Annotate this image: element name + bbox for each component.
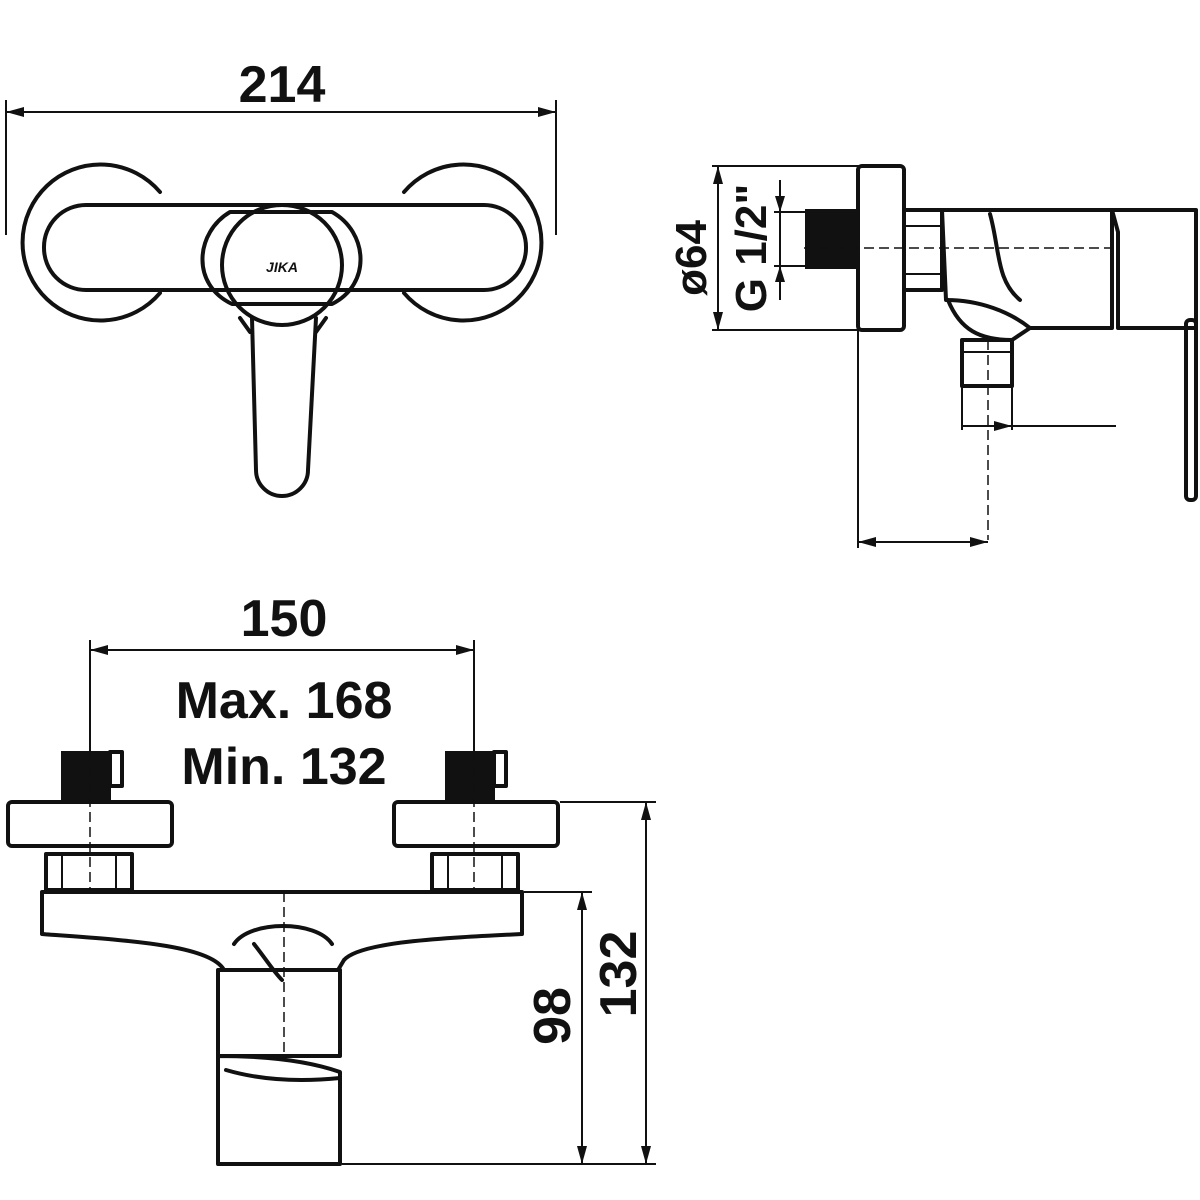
overall-width-label: 214 xyxy=(239,56,326,114)
outlet-height-label: 98 xyxy=(524,987,582,1045)
top-view: 150 Max. 168 Min. 132 xyxy=(6,590,656,1166)
rosette-diameter-label: ø64 xyxy=(667,220,716,296)
side-view: ø64 G 1/2" xyxy=(667,164,1198,548)
overall-height-label: 132 xyxy=(590,931,648,1018)
max-spacing-label: Max. 168 xyxy=(176,672,393,730)
min-spacing-label: Min. 132 xyxy=(181,738,386,796)
connection-spacing-label: 150 xyxy=(241,590,328,648)
front-view: 214 JIKA xyxy=(5,56,557,498)
brand-logo: JIKA xyxy=(266,259,298,275)
thread-size-label: G 1/2" xyxy=(727,184,776,312)
